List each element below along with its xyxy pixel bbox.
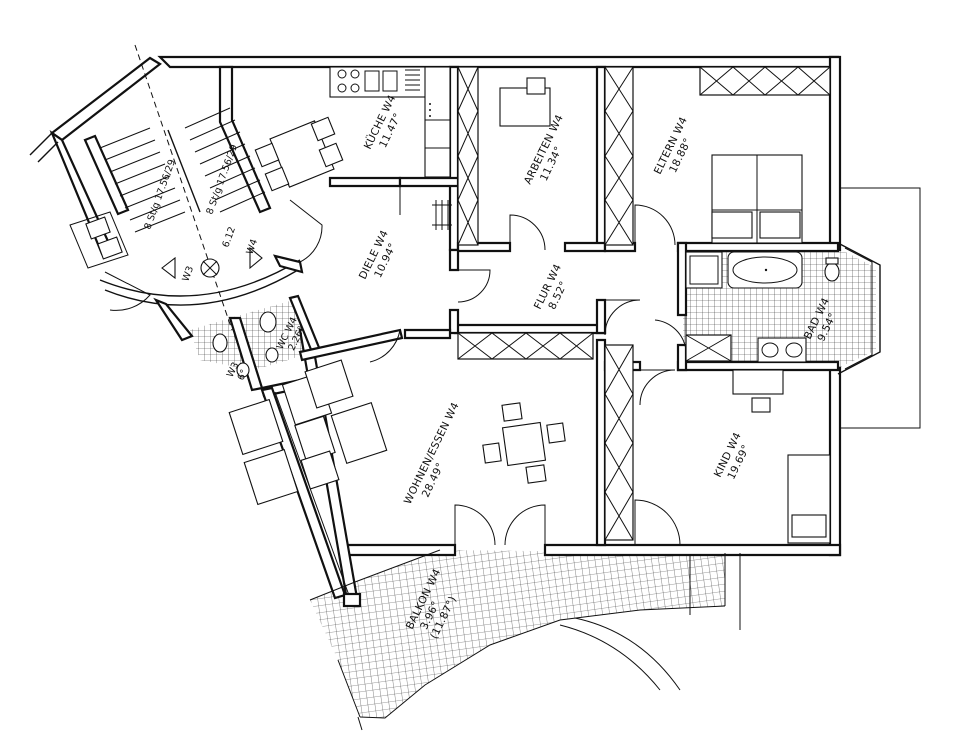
sofa-set [228,359,388,506]
stair-side-box [69,211,129,269]
cabinet-bad [685,334,732,362]
label-flur: FLUR W4 8.52° [532,262,570,311]
bathtub [727,251,803,289]
desk [499,77,551,127]
label-stair-landing: 6.12 [220,225,238,249]
wall-bath-bay [837,242,881,375]
kitchen-table [254,116,344,192]
wall-bottom [543,543,842,557]
label-stair-w3: W3 [180,265,196,283]
double-bed [711,154,803,244]
wall-right-lower [828,366,842,557]
room-area-ws: 6° [236,368,251,383]
wardrobe-kind [604,344,634,541]
sinks-bad [757,337,807,363]
label-kueche: KÜCHE W4 11.47° [361,93,404,152]
label-stair-run1: 8 St/g 17.56/29 [142,158,177,231]
bay-outline [840,187,921,429]
kitchen-counter [329,66,451,178]
toilet-bad [824,257,840,282]
wardrobe-flur [457,332,594,360]
stair-run1-text: 8 St/g 17.56/29 [142,158,177,231]
doors [104,186,687,546]
label-kind: KIND W4 19.69° [712,431,752,482]
stair-w4-text: W4 [244,238,260,256]
wall-kueche-arbeiten [448,65,460,252]
shower [685,251,723,289]
balkon-tiles [310,550,725,718]
wardrobe-arbeiten [457,66,479,246]
kind-desk [732,369,784,413]
label-eltern: ELTERN W4 18.88° [652,115,694,176]
label-ws: W3 6° [225,361,251,383]
stair-w3-text: W3 [180,265,196,283]
staircase [99,44,266,331]
label-stair-w4: W4 [244,238,260,256]
label-diele: DIELE W4 10.94° [357,228,399,281]
single-bed [787,454,831,544]
label-wohnen: WOHNEN/ESSEN W4 28.49° [402,401,462,507]
toilet-wc [212,311,279,378]
wall-right-upper [828,55,842,252]
dining-table [482,402,566,484]
stair-landing-text: 6.12 [220,225,238,249]
wall-top [157,55,840,69]
wardrobe-eltern-top [699,66,831,96]
wardrobe-eltern [604,66,634,246]
